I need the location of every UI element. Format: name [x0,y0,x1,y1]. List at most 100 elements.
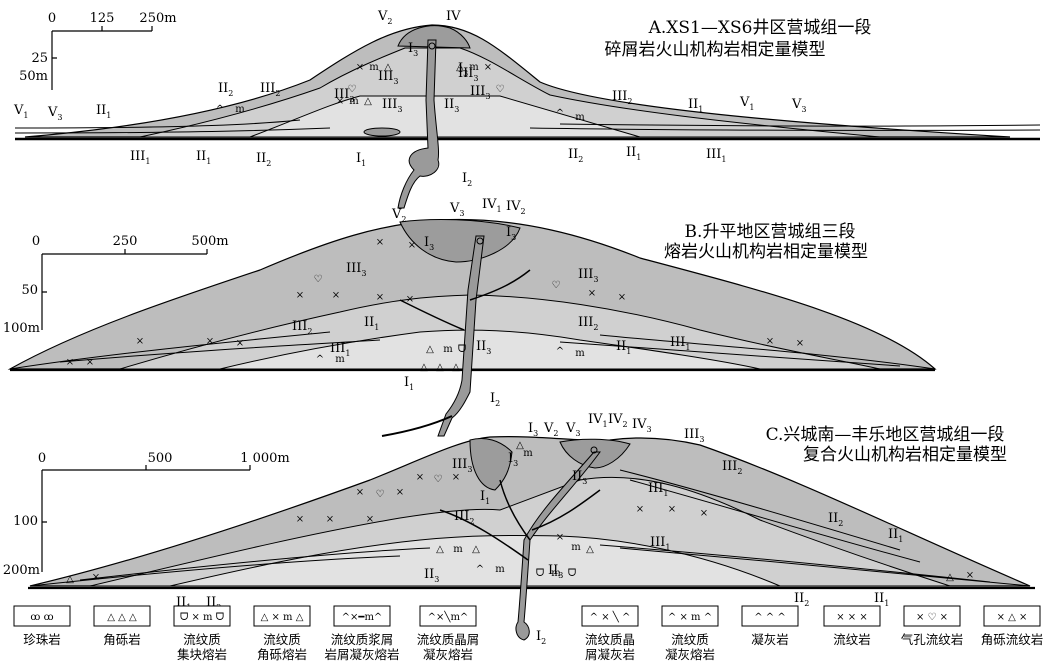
lithology-symbol: × [396,487,404,498]
model-c-scale-x0: 0 [38,451,46,466]
model-c-scale-y1: 200m [3,563,40,578]
lithology-symbol: × [296,514,304,525]
facies-label: V1 [739,95,754,112]
facies-label: IV1 [588,412,608,429]
facies-label: II2 [568,147,583,164]
model-b-scale-x2: 500m [191,234,228,249]
legend-symbol: ^×━m^ [342,612,383,623]
lithology-symbol: × [376,292,384,303]
model-a-sill [364,128,400,136]
lithology-symbol: △ [436,544,444,555]
model-b-title-line1: B.升平地区营城组三段 [685,222,856,242]
legend-symbol: × △ × [997,612,1028,623]
lithology-symbol: ᗜ [458,344,466,355]
model-a-scale-x1: 125 [90,11,115,26]
legend-symbol: ^ × ╲ ^ [590,610,631,623]
facies-label: II1 [196,149,211,166]
lithology-symbol: × [296,290,304,301]
facies-label: I2 [536,629,546,646]
lithology-symbol: ^ [556,108,564,119]
lithology-symbol: × [336,96,344,107]
facies-label: V1 [13,103,28,120]
facies-label: V2 [391,207,406,224]
facies-label: III1 [130,149,151,166]
legend-symbol: △ △ △ [107,612,137,623]
lithology-symbol: × [236,338,244,349]
lithology-symbol: △ [946,572,954,583]
facies-label: II2 [256,151,271,168]
legend-symbol: ᗜ × m ᗜ [180,612,224,623]
model-c-title-line1: C.兴城南—丰乐地区营城组一段 [766,425,1005,445]
legend-label: 凝灰岩 [751,632,789,647]
facies-label: II1 [96,103,111,120]
lithology-symbol: × [484,62,492,73]
legend-symbol: ^×╲m^ [428,610,469,623]
legend-label: 流纹质 [263,632,301,647]
lithology-symbol: × [326,514,334,525]
model-b-scale-x1: 250 [113,234,138,249]
model-c-scale-x2: 1 000m [240,451,290,466]
lithology-symbol: ♡ [348,84,357,95]
legend-label-line2: 屑凝灰岩 [585,647,635,662]
lithology-symbol: △ [384,62,392,73]
legend-symbol: △ × m △ [261,612,304,623]
lithology-symbol: × [966,570,974,581]
facies-label: I2 [490,391,500,408]
lithology-symbol: ^ [316,354,324,365]
facies-label: III2 [612,89,633,106]
lithology-symbol: △ [364,96,372,107]
facies-label: III2 [260,81,281,98]
lithology-symbol: ᗜ [568,568,576,579]
legend-label: 流纹质 [183,632,221,647]
lithology-symbol: △ [436,362,444,373]
legend-label-line2: 岩屑凝灰熔岩 [324,647,399,662]
facies-label: IV3 [632,417,652,434]
lithology-symbol: × [618,292,626,303]
legend-label: 角砾流纹岩 [981,632,1044,647]
facies-label: I2 [462,171,472,188]
lithology-symbol: × [356,487,364,498]
lithology-symbol: × [452,472,460,483]
lithology-symbol: ᗜ [536,568,544,579]
lithology-symbol: m [551,568,561,579]
legend-label: 角砾岩 [103,632,141,647]
facies-label: IV1 [482,197,502,214]
lithology-symbol: × [356,62,364,73]
lithology-symbol: × [636,504,644,515]
model-a-scale-x2: 250m [139,11,176,26]
facies-label: I3 [528,421,538,438]
lithology-symbol: × [66,357,74,368]
lithology-symbol: × [668,504,676,515]
legend-label-line2: 角砾熔岩 [257,647,307,662]
model-c-scale-x1: 500 [148,451,173,466]
legend-label-line2: 集块熔岩 [177,647,227,662]
lithology-symbol: m [575,112,585,123]
facies-label: V3 [47,105,62,122]
model-a-title-line1: A.XS1—XS6井区营城组一段 [648,18,872,38]
legend-symbol: ^ ^ ^ [754,612,786,623]
lithology-symbol: △ [456,62,464,73]
lithology-symbol: × [556,532,564,543]
facies-label: I1 [404,375,414,392]
lithology-symbol: △ [472,544,480,555]
legend-symbol: × × × [836,612,868,623]
model-c-scale-y0: 100 [13,514,38,529]
lithology-symbol: ^ [216,104,224,115]
facies-label: V3 [449,201,464,218]
lithology-symbol: m [453,544,463,555]
legend-label-line2: 凝灰熔岩 [665,647,715,662]
model-a: A.XS1—XS6井区营城组一段 碎屑岩火山机构岩相定量模型 0 125 250… [13,9,1040,208]
model-a-scale-x0: 0 [48,11,56,26]
lithology-symbol: × [206,336,214,347]
legend-label: 流纹质浆屑 [331,632,394,647]
lithology-symbol: × [588,288,596,299]
model-a-scale-y1: 50m [19,69,48,84]
lithology-symbol: ♡ [552,280,561,291]
lithology-symbol: m [571,542,581,553]
lithology-symbol: ♡ [314,274,323,285]
lithology-symbol: m [349,96,359,107]
lithology-symbol: △ [420,362,428,373]
legend-symbol: ꝏ ꝏ [30,612,53,623]
lithology-symbol: △ [66,574,74,585]
